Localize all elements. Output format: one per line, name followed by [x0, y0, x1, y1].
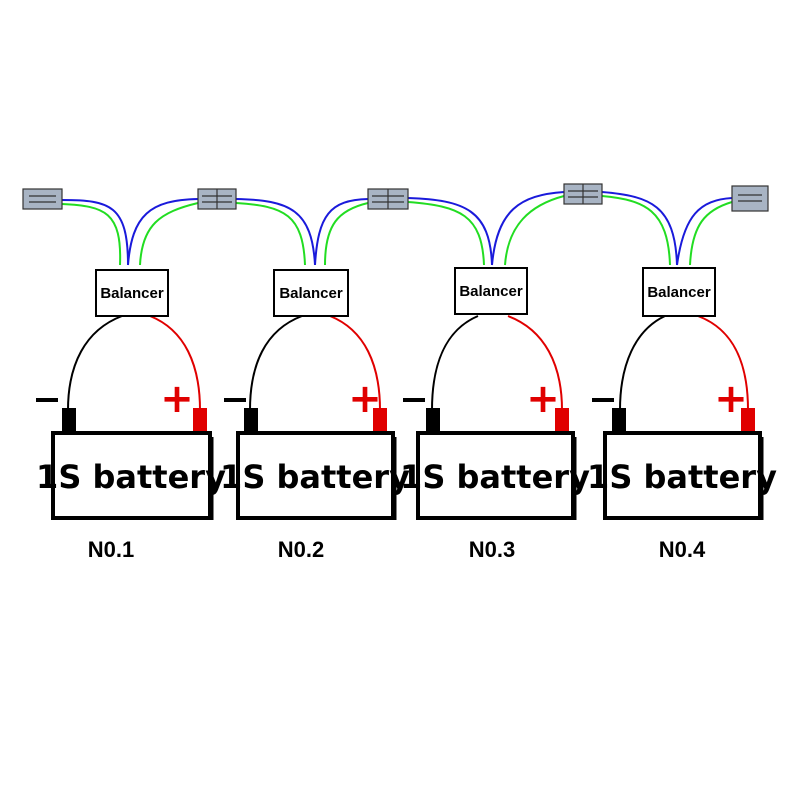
connector [731, 185, 769, 212]
battery-unit-1: Balancer + 1S battery N0.1 [36, 269, 226, 562]
connector [367, 188, 409, 210]
green-wire [407, 201, 485, 266]
balance-lead-wiring [61, 191, 733, 266]
battery-label: 1S battery [400, 458, 590, 496]
negative-terminal [612, 408, 626, 432]
plus-sign: + [526, 376, 560, 422]
balancer-box [642, 267, 716, 317]
battery-body [603, 431, 762, 520]
negative-wire [431, 315, 479, 411]
blue-wire [61, 199, 129, 266]
green-wire [235, 202, 306, 266]
green-wire [61, 203, 122, 266]
negative-terminal [62, 408, 76, 432]
blue-wire [235, 198, 316, 266]
positive-wire [507, 315, 563, 411]
positive-terminal [555, 408, 569, 432]
minus-sign [224, 398, 246, 402]
green-wire [689, 201, 733, 266]
positive-terminal [373, 408, 387, 432]
green-wire [139, 202, 199, 266]
minus-sign [403, 398, 425, 402]
balancer-box [454, 267, 528, 315]
negative-terminal [426, 408, 440, 432]
battery-body [236, 431, 395, 520]
plus-sign: + [160, 376, 194, 422]
positive-terminal [741, 408, 755, 432]
minus-sign [36, 398, 58, 402]
green-wire [324, 202, 369, 266]
connector [563, 183, 603, 205]
unit-number-label: N0.3 [469, 537, 515, 562]
unit-number-label: N0.1 [88, 537, 134, 562]
unit-number-label: N0.2 [278, 537, 324, 562]
positive-wire [329, 315, 381, 411]
battery-label: 1S battery [587, 458, 777, 496]
green-wire [504, 195, 565, 266]
blue-wire [314, 198, 369, 266]
negative-terminal [244, 408, 258, 432]
battery-unit-4: Balancer + 1S battery N0.4 [587, 267, 777, 562]
battery-body [51, 431, 212, 520]
negative-wire [619, 315, 666, 411]
positive-terminal [193, 408, 207, 432]
blue-wire [491, 191, 565, 266]
battery-unit-3: Balancer + 1S battery N0.3 [400, 267, 590, 562]
connector [197, 188, 237, 210]
balancer-label: Balancer [459, 283, 523, 300]
unit-number-label: N0.4 [659, 537, 706, 562]
battery-label: 1S battery [36, 458, 226, 496]
connector [22, 188, 63, 210]
battery-body [416, 431, 575, 520]
positive-wire [697, 315, 749, 411]
blue-wire [127, 198, 199, 266]
balancer-label: Balancer [100, 285, 164, 302]
balancer-box [95, 269, 169, 317]
blue-wire [676, 197, 733, 266]
negative-wire [67, 315, 123, 411]
negative-wire [249, 315, 303, 411]
positive-wire [149, 315, 201, 411]
balancer-label: Balancer [279, 285, 343, 302]
blue-wire [601, 191, 678, 266]
balancer-label: Balancer [647, 284, 711, 301]
green-wire [601, 195, 671, 266]
plus-sign: + [714, 376, 748, 422]
minus-sign [592, 398, 614, 402]
battery-label: 1S battery [220, 458, 410, 496]
plus-sign: + [348, 376, 382, 422]
blue-wire [407, 197, 493, 266]
battery-unit-2: Balancer + 1S battery N0.2 [220, 269, 410, 562]
balancer-box [273, 269, 349, 317]
